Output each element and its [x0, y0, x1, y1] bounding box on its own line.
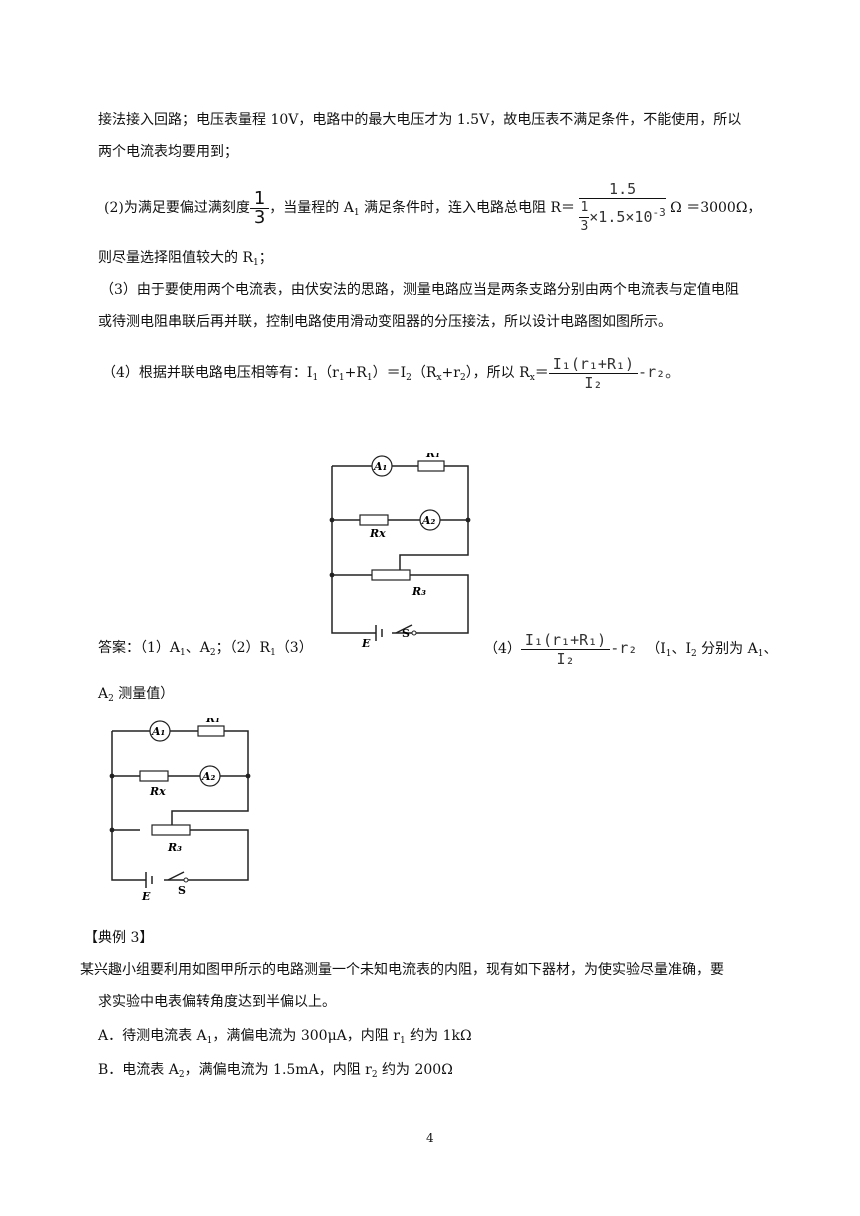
- question-line: 求实验中电表偏转角度达到半偏以上。: [98, 994, 336, 1010]
- paragraph-line: 接法接入回路；电压表量程 10V，电路中的最大电压才为 1.5V，故电压表不满足…: [98, 112, 742, 128]
- s-label: S: [402, 627, 410, 640]
- answer-line: A2 测量值）: [98, 686, 175, 704]
- rx-formula: I₁(r₁+R₁)I₂: [548, 355, 639, 392]
- paragraph-line: 或待测电阻串联后再并联，控制电路使用滑动变阻器的分压接法，所以设计电路图如图所示…: [98, 314, 672, 330]
- e-label: E: [141, 890, 151, 903]
- paragraph-line: 两个电流表均要用到；: [98, 144, 238, 160]
- paragraph-line: 则尽量选择阻值较大的 R1；: [98, 250, 273, 268]
- rx-label: Rx: [149, 785, 166, 798]
- a1-label: A₁: [373, 460, 387, 473]
- s-label: S: [178, 884, 186, 897]
- example-title: 【典例 3】: [84, 930, 154, 946]
- answer-line: 答案：（1）A1、A2；（2）R1（3）: [98, 640, 313, 658]
- a1-label: A₁: [151, 725, 165, 738]
- a2-label: A₂: [201, 770, 216, 783]
- option-a: A．待测电流表 A1，满偏电流为 300μA，内阻 r1 约为 1kΩ: [98, 1028, 472, 1046]
- answer-line-formula: （4）I₁(r₁+R₁)I₂-r₂ （I1、I2 分别为 A1、: [484, 630, 778, 668]
- option-b: B．电流表 A2，满偏电流为 1.5mA，内阻 r2 约为 200Ω: [98, 1062, 453, 1080]
- paragraph-line: （3）由于要使用两个电流表，由伏安法的思路，测量电路应当是两条支路分别由两个电流…: [100, 282, 739, 298]
- paragraph-line-formula: （4）根据并联电路电压相等有：I1（r1+R1）＝I2（Rx+r2），所以 Rx…: [102, 354, 681, 392]
- circuit-diagram-answer: A₁ R₁ A₂ Rx R₃ E S: [109, 718, 251, 903]
- question-line: 某兴趣小组要利用如图甲所示的电路测量一个未知电流表的内阻，现有如下器材，为使实验…: [80, 962, 724, 978]
- r3-label: R₃: [411, 585, 426, 598]
- page-number: 4: [426, 1131, 434, 1145]
- circuit-diagram: A₁ R₁ A₂ Rx R₃ E S: [329, 453, 471, 650]
- r3-label: R₃: [167, 841, 182, 854]
- r1-label: R₁: [425, 453, 440, 460]
- r1-label: R₁: [205, 718, 220, 725]
- a2-label: A₂: [421, 514, 436, 527]
- rx-label: Rx: [369, 527, 386, 540]
- e-label: E: [361, 637, 371, 650]
- answer-rx-formula: I₁(r₁+R₁)I₂: [520, 631, 611, 668]
